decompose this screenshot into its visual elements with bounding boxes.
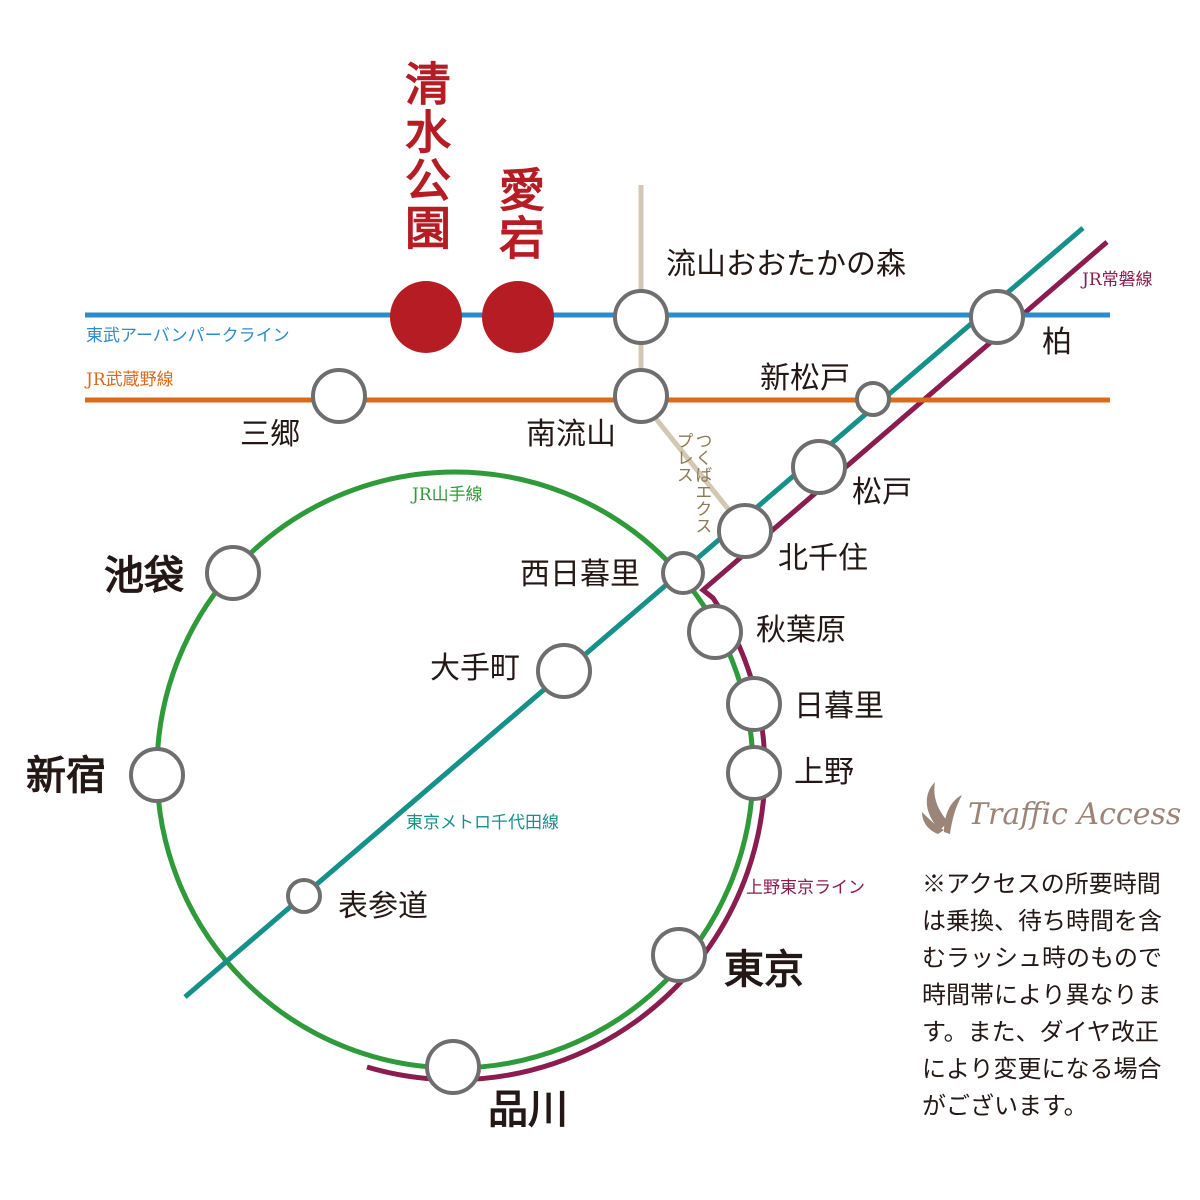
station-marker-minami-nagareyama	[613, 368, 669, 424]
station-marker-tokyo	[651, 927, 707, 983]
shimizu-koen-label: 清水公園	[398, 60, 452, 252]
station-marker-ikebukuro	[205, 545, 261, 601]
tsukuba-express-label: つくばエクスプレス	[672, 432, 712, 534]
station-tokyo: 東京	[724, 946, 804, 993]
station-marker-kashiwa	[969, 289, 1025, 345]
station-misato: 三郷	[240, 417, 300, 452]
atago-label: 愛宕	[492, 166, 546, 262]
station-marker-shinjuku	[129, 747, 185, 803]
station-marker-misato	[311, 368, 367, 424]
station-nishi-nippori: 西日暮里	[520, 557, 640, 592]
traffic-access-note: ※アクセスの所要時間は乗換、待ち時間を含むラッシュ時のもので時間帯により異なりま…	[922, 870, 1162, 1120]
chiyoda-line-label: 東京メトロ千代田線	[406, 813, 559, 833]
tobu-line-label: 東武アーバンパークライン	[86, 326, 290, 346]
station-marker-matsudo	[791, 439, 847, 495]
station-shinagawa: 品川	[488, 1086, 568, 1133]
station-marker-shimizu-koen	[390, 281, 462, 353]
station-shinjuku: 新宿	[26, 752, 106, 799]
station-matsudo: 松戸	[852, 475, 912, 510]
station-marker-nippori	[726, 676, 782, 732]
station-otemachi: 大手町	[430, 651, 520, 686]
station-akihabara: 秋葉原	[756, 613, 846, 648]
station-marker-nagareyama-otakanomori	[613, 289, 669, 345]
station-ueno: 上野	[794, 755, 854, 790]
station-omotesando: 表参道	[338, 889, 428, 924]
station-marker-atago	[482, 281, 554, 353]
station-marker-ueno	[726, 745, 782, 801]
station-marker-nishi-nippori	[661, 551, 705, 595]
station-minami-nagareyama: 南流山	[526, 417, 616, 452]
ueno-tokyo-line-label: 上野東京ライン	[746, 878, 865, 898]
station-nagareyama-otakanomori: 流山おおたかの森	[666, 247, 906, 282]
chiyoda-line	[183, 226, 1085, 999]
station-marker-shin-matsudo	[855, 381, 891, 417]
station-ikebukuro: 池袋	[104, 552, 184, 599]
traffic-access-leaf-icon	[922, 782, 962, 834]
joban-line-label: JR常磐線	[1082, 270, 1153, 290]
traffic-access-title: Traffic Access	[968, 797, 1182, 832]
station-marker-shinagawa	[425, 1039, 481, 1095]
station-marker-omotesando	[286, 878, 322, 914]
station-nippori: 日暮里	[794, 689, 884, 724]
musashino-line-label: JR武蔵野線	[86, 370, 174, 390]
station-marker-akihabara	[687, 604, 743, 660]
yamanote-line-label: JR山手線	[412, 485, 483, 505]
station-shin-matsudo: 新松戸	[760, 361, 850, 396]
station-marker-otemachi	[536, 643, 592, 699]
station-marker-kita-senju	[717, 503, 773, 559]
station-kita-senju: 北千住	[778, 541, 868, 576]
station-kashiwa: 柏	[1042, 325, 1072, 360]
